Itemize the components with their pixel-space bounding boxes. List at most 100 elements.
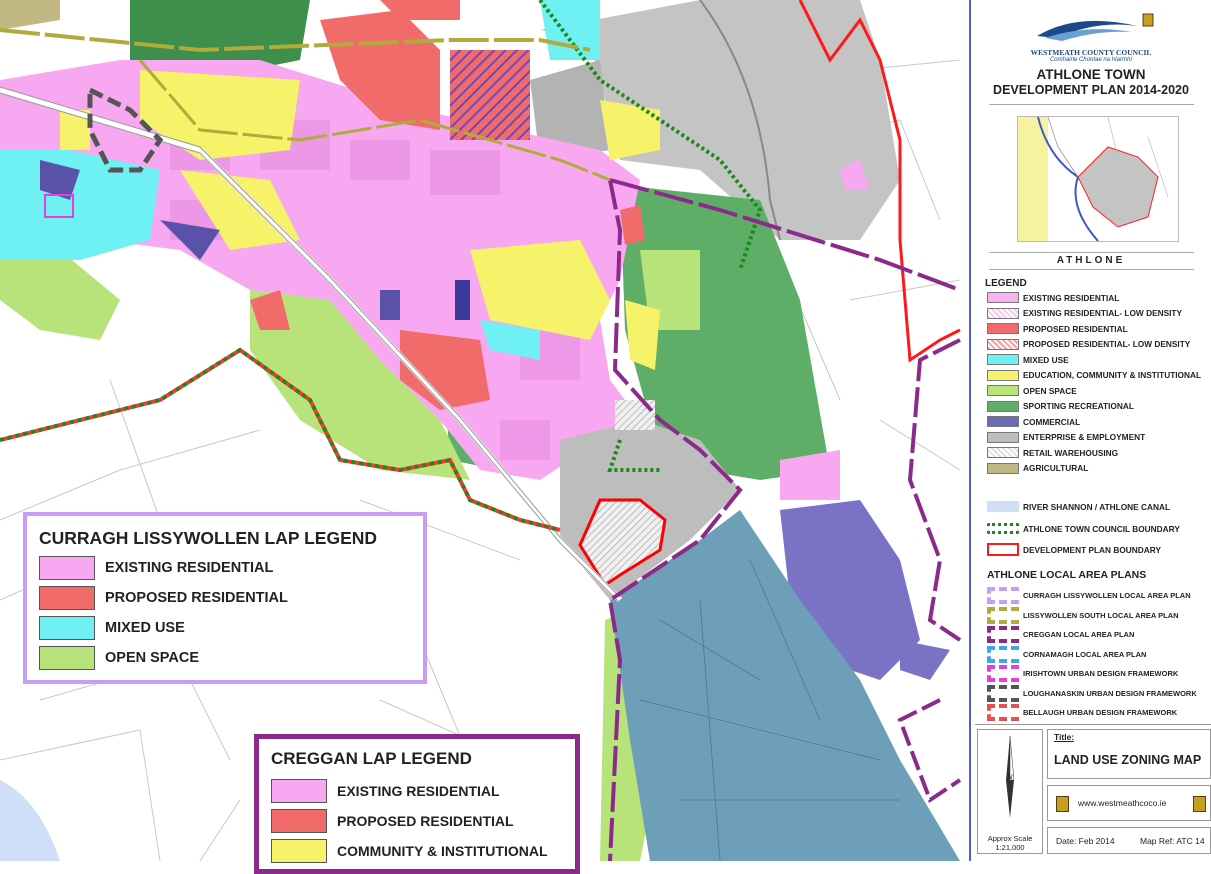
river-shannon	[0, 780, 60, 861]
legend-swatch	[987, 338, 1019, 350]
proposed-residential-4	[620, 205, 645, 245]
legend-swatch	[987, 354, 1019, 365]
legend-label: CREGGAN LOCAL AREA PLAN	[1023, 630, 1135, 639]
website-box: www.westmeathcoco.ie	[1047, 785, 1211, 821]
council-logo	[1027, 8, 1157, 44]
lap-swatch-dashed	[987, 587, 1019, 604]
legend-label: IRISHTOWN URBAN DESIGN FRAMEWORK	[1023, 669, 1179, 678]
council-wave-logo-icon	[1037, 13, 1154, 41]
proposed-residential-hatched	[450, 50, 530, 140]
title-label: Title:	[1054, 732, 1075, 742]
education-zone-6	[625, 300, 660, 370]
council-irish-name: Comhairle Chontae na hIarmhí	[1049, 57, 1133, 63]
legend-swatch	[271, 779, 327, 803]
legend-swatch	[987, 292, 1019, 303]
lap-legend-row: CURRAGH LISSYWOLLEN LOCAL AREA PLAN	[987, 587, 1191, 604]
proposed-residential-2	[400, 330, 490, 410]
legend-label: LISSYWOLLEN SOUTH LOCAL AREA PLAN	[1023, 610, 1179, 620]
curragh-legend-row-proposed: PROPOSED RESIDENTIAL	[39, 586, 288, 610]
north-arrow-box: N Approx Scale 1:21,000	[977, 729, 1043, 854]
legend-label: CORNAMAGH LOCAL AREA PLAN	[1023, 649, 1147, 659]
education-zone-3	[180, 170, 300, 250]
legend-row-river: RIVER SHANNON / ATHLONE CANAL	[987, 500, 1170, 513]
legend-label: COMMERCIAL	[1023, 416, 1081, 427]
locator-map-graphic	[1018, 116, 1169, 242]
legend-label: RETAIL WAREHOUSING	[1023, 447, 1119, 458]
legend-row: RETAIL WAREHOUSING	[987, 446, 1118, 459]
north-label: N	[1007, 774, 1013, 781]
lissywollen-lap-boundary	[0, 28, 591, 53]
website-link[interactable]: www.westmeathcoco.ie	[1078, 798, 1167, 808]
commercial-5	[900, 640, 950, 680]
legend-label: EXISTING RESIDENTIAL	[1023, 292, 1120, 303]
legend-label: LOUGHANASKIN URBAN DESIGN FRAMEWORK	[1023, 688, 1197, 698]
legend-swatch-dotted-green	[987, 523, 1019, 534]
existing-residential-east	[780, 450, 840, 500]
legend-label: MIXED USE	[1023, 354, 1069, 365]
retail-hatch-small	[615, 400, 655, 430]
legend-label: OPEN SPACE	[1023, 385, 1077, 396]
open-space-1	[250, 290, 470, 480]
legend-row: EXISTING RESIDENTIAL	[987, 291, 1119, 304]
irishtown-framework-boundary	[44, 194, 74, 218]
legend-row: COMMERCIAL	[987, 415, 1080, 428]
map-date: Date: Feb 2014	[1056, 836, 1115, 846]
legend-label: BELLAUGH URBAN DESIGN FRAMEWORK	[1023, 708, 1178, 717]
legend-label: ENTERPRISE & EMPLOYMENT	[1023, 432, 1146, 442]
main-road	[0, 87, 623, 603]
legend-row: SPORTING RECREATIONAL	[987, 400, 1134, 413]
creggan-legend-row-community: COMMUNITY & INSTITUTIONAL	[271, 839, 548, 863]
legend-swatch	[987, 323, 1019, 334]
commercial-2	[380, 290, 400, 320]
development-plan-boundary	[798, 0, 961, 363]
council-name: WESTMEATH COUNTY COUNCIL	[1030, 48, 1152, 57]
education-zone-4	[600, 100, 660, 160]
legend-swatch	[987, 447, 1019, 458]
plan-title-line2: DEVELOPMENT PLAN 2014-2020	[993, 83, 1189, 97]
curragh-legend-row-existing: EXISTING RESIDENTIAL	[39, 556, 273, 580]
legend-label: EXISTING RESIDENTIAL- LOW DENSITY	[1023, 308, 1183, 318]
legend-label: RIVER SHANNON / ATHLONE CANAL	[1023, 501, 1171, 512]
legend-row: MIXED USE	[987, 353, 1069, 366]
lap-legend-row: LISSYWOLLEN SOUTH LOCAL AREA PLAN	[987, 606, 1179, 624]
legend-swatch	[39, 616, 95, 640]
legend-swatch	[39, 646, 95, 670]
legend-label: EXISTING RESIDENTIAL	[105, 560, 274, 576]
legend-label: EDUCATION, COMMUNITY & INSTITUTIONAL	[1023, 370, 1202, 380]
locator-map	[1017, 116, 1179, 242]
legend-label: PROPOSED RESIDENTIAL	[337, 813, 514, 829]
legend-swatch	[987, 462, 1019, 474]
lap-legend-row: CREGGAN LOCAL AREA PLAN	[987, 626, 1134, 643]
existing-residential-ne	[840, 160, 870, 190]
legend-label: MIXED USE	[105, 620, 185, 636]
legend-label: EXISTING RESIDENTIAL	[337, 783, 500, 799]
plan-title-line1: ATHLONE TOWN	[1036, 67, 1146, 82]
creggan-legend-row-existing: EXISTING RESIDENTIAL	[271, 779, 500, 803]
legend-label: SPORTING RECREATIONAL	[1023, 401, 1134, 411]
mixed-use-west	[0, 150, 160, 260]
legend-swatch	[271, 809, 327, 833]
legend-label: CURRAGH LISSYWOLLEN LOCAL AREA PLAN	[1023, 591, 1191, 600]
legend-label: PROPOSED RESIDENTIAL	[1023, 323, 1128, 334]
creggan-legend-row-proposed: PROPOSED RESIDENTIAL	[271, 809, 514, 833]
date-box: Date: Feb 2014 Map Ref: ATC 14	[1047, 827, 1211, 854]
council-crest-icon	[1193, 796, 1206, 812]
education-zone-5	[60, 110, 90, 150]
legend-swatch	[39, 556, 95, 580]
lap-legend-row: BELLAUGH URBAN DESIGN FRAMEWORK	[987, 704, 1177, 721]
legend-label: AGRICULTURAL	[1023, 463, 1089, 473]
title-block: N Approx Scale 1:21,000 Title: LAND USE …	[975, 724, 1211, 860]
legend-row-town-boundary: ATHLONE TOWN COUNCIL BOUNDARY	[987, 522, 1180, 535]
legend-row: PROPOSED RESIDENTIAL- LOW DENSITY	[987, 338, 1190, 351]
legend-label: COMMUNITY & INSTITUTIONAL	[337, 843, 548, 859]
railway-curve	[699, 0, 781, 241]
divider	[989, 269, 1194, 270]
commercial-4	[40, 160, 80, 200]
legend-swatch	[987, 307, 1019, 319]
proposed-residential-3	[250, 290, 290, 330]
enterprise-zone-north	[540, 0, 900, 240]
north-arrow-icon	[1006, 735, 1015, 818]
legend-row-plan-boundary: DEVELOPMENT PLAN BOUNDARY	[987, 543, 1161, 556]
legend-row: EDUCATION, COMMUNITY & INSTITUTIONAL	[987, 369, 1201, 382]
